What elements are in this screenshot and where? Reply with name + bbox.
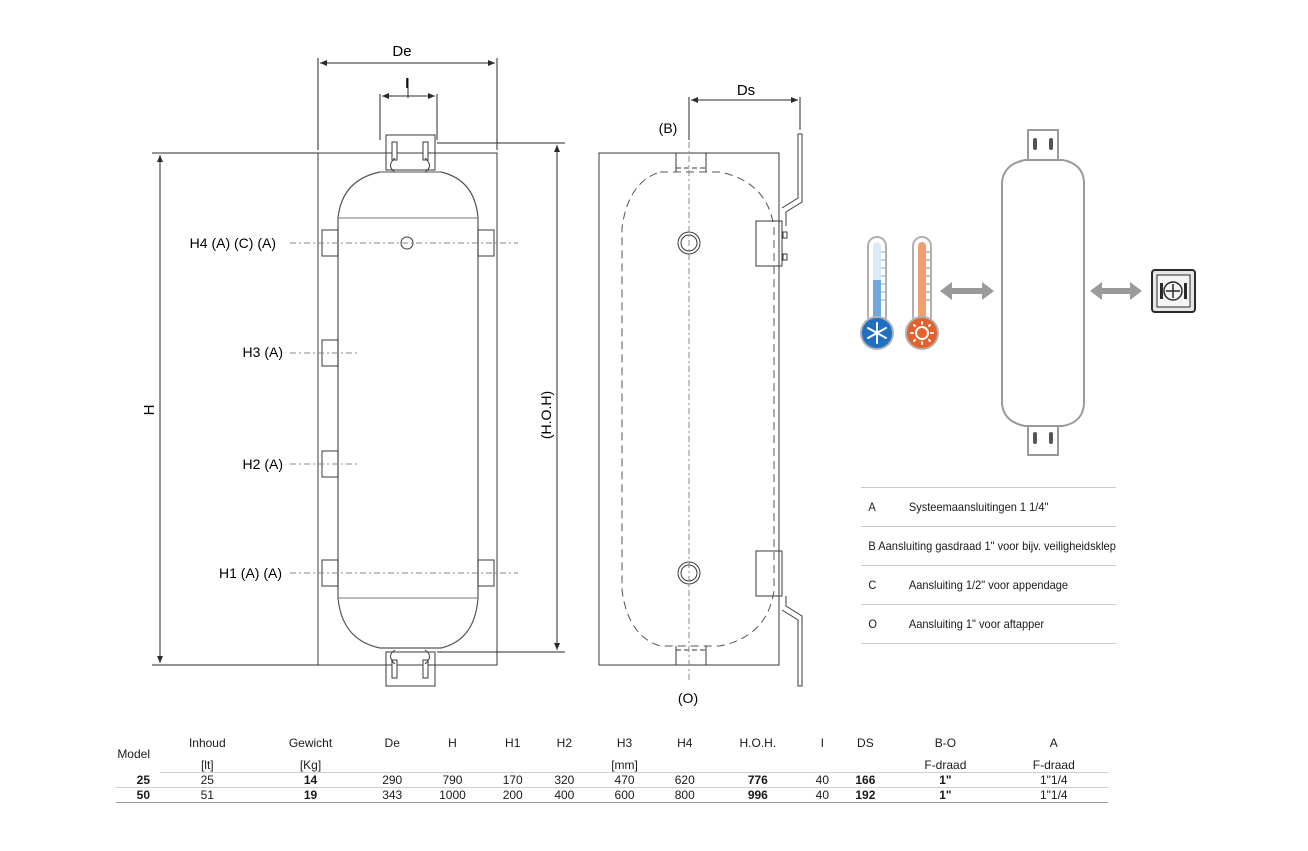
table-units-row: [lt] [Kg] [mm] F-draad F-draad (116, 758, 1108, 773)
table-cell: 25 (116, 772, 160, 788)
table-cell: 620 (658, 772, 711, 788)
table-unit: F-draad (999, 758, 1108, 773)
table-unit: [Kg] (254, 758, 367, 773)
dimension-i: I (405, 75, 409, 92)
table-header: A (1049, 736, 1058, 750)
table-header: De (384, 736, 400, 750)
label-h3: H3 (A) (243, 344, 283, 360)
table-row: 50 51 19 343 1000 200 400 600 800 996 40… (116, 787, 1108, 803)
dimension-hoh: (H.O.H) (538, 391, 554, 439)
table-cell: 1" (891, 772, 1000, 788)
table-header: DS (857, 736, 874, 750)
table-header: H2 (556, 736, 573, 750)
technical-drawing: De I H (H.O.H) H4 (A) (C) (A) H3 (A) H2 … (141, 43, 1196, 706)
table-unit (710, 758, 806, 773)
table-cell: 40 (805, 787, 840, 803)
table-cell: 19 (254, 787, 367, 803)
table-cell: 1"1/4 (999, 772, 1108, 788)
table-cell: 790 (418, 772, 487, 788)
table-header: Model (117, 747, 150, 762)
table-header: H3 (616, 736, 633, 750)
table-cell: 50 (116, 787, 160, 803)
table-row: 25 25 14 290 790 170 320 470 620 776 40 … (116, 772, 1108, 788)
front-dimensions (152, 58, 565, 666)
legend-key: B (868, 539, 876, 553)
table-header: H4 (677, 736, 693, 750)
legend-description: Aansluiting 1" voor aftapper (908, 617, 1045, 631)
double-arrow-icon (940, 282, 1142, 300)
table-cell: 600 (590, 787, 659, 803)
label-h1: H1 (A) (A) (219, 565, 282, 581)
table-cell: 166 (839, 772, 892, 788)
table-header: H1 (505, 736, 521, 750)
table-unit: [lt] (160, 758, 255, 773)
legend-row-a: A Systeemaansluitingen 1 1/4" (861, 487, 1116, 527)
table-cell: 320 (538, 772, 591, 788)
table-cell: 996 (710, 787, 806, 803)
label-o: (O) (678, 690, 698, 706)
table-cell: 800 (658, 787, 711, 803)
legend-row-c: C Aansluiting 1/2" voor appendage (861, 566, 1116, 605)
table-cell: 1000 (418, 787, 487, 803)
table-cell: 1" (891, 787, 1000, 803)
table-unit (658, 758, 711, 773)
table-unit (839, 758, 892, 773)
schematic (860, 129, 1196, 456)
legend-key: O (868, 617, 877, 631)
table-cell: 200 (486, 787, 539, 803)
connection-legend: A Systeemaansluitingen 1 1/4" B Aansluit… (861, 487, 1138, 644)
specification-table: Model Inhoud Gewicht De H H1 H2 H3 H4 H.… (116, 736, 1108, 803)
table-header: H (448, 736, 457, 750)
table-header: Inhoud (188, 736, 226, 750)
schematic-tank (1001, 129, 1085, 456)
table-header: I (820, 736, 825, 750)
legend-row-b: B Aansluiting gasdraad 1" voor bijv. vei… (861, 527, 1116, 566)
table-header-row: Model Inhoud Gewicht De H H1 H2 H3 H4 H.… (116, 736, 1108, 761)
table-unit (805, 758, 840, 773)
legend-description: Aansluiting gasdraad 1" voor bijv. veili… (878, 539, 1116, 553)
table-cell: 290 (366, 772, 419, 788)
front-view (290, 134, 518, 687)
table-cell: 1"1/4 (999, 787, 1108, 803)
side-dimensions (688, 97, 801, 140)
table-cell: 192 (839, 787, 892, 803)
legend-key: C (868, 578, 877, 592)
table-cell: 470 (590, 772, 659, 788)
front-tank-body (337, 171, 479, 649)
legend-key: A (868, 500, 876, 514)
dimension-ds: Ds (737, 82, 755, 99)
legend-row-o: O Aansluiting 1" voor aftapper (861, 605, 1116, 644)
thermometer-hot-icon (905, 236, 939, 350)
table-cell: 170 (486, 772, 539, 788)
table-header: Gewicht (288, 736, 333, 750)
table-cell: 776 (710, 772, 806, 788)
table-cell: 14 (254, 772, 367, 788)
table-cell: 40 (805, 772, 840, 788)
table-unit (418, 758, 487, 773)
table-unit (538, 758, 591, 773)
table-unit: [mm] (590, 758, 659, 773)
table-unit: F-draad (891, 758, 1000, 773)
label-b: (B) (659, 120, 678, 136)
front-bounding-box (317, 152, 498, 666)
table-unit (366, 758, 419, 773)
thermometer-cold-icon (860, 236, 894, 350)
table-cell: 25 (160, 772, 255, 788)
legend-description: Aansluiting 1/2" voor appendage (908, 578, 1069, 592)
table-cell: 400 (538, 787, 591, 803)
table-header: H.O.H. (739, 736, 777, 750)
label-h2: H2 (A) (243, 456, 283, 472)
table-unit (486, 758, 539, 773)
legend-description: Systeemaansluitingen 1 1/4" (908, 500, 1049, 514)
dimension-h: H (141, 405, 158, 416)
table-cell: 51 (160, 787, 255, 803)
heat-pump-icon (1151, 269, 1196, 313)
table-header: B-O (934, 736, 957, 750)
label-h4: H4 (A) (C) (A) (190, 235, 276, 251)
dimension-de: De (392, 43, 411, 60)
side-view (598, 100, 803, 687)
table-cell: 343 (366, 787, 419, 803)
